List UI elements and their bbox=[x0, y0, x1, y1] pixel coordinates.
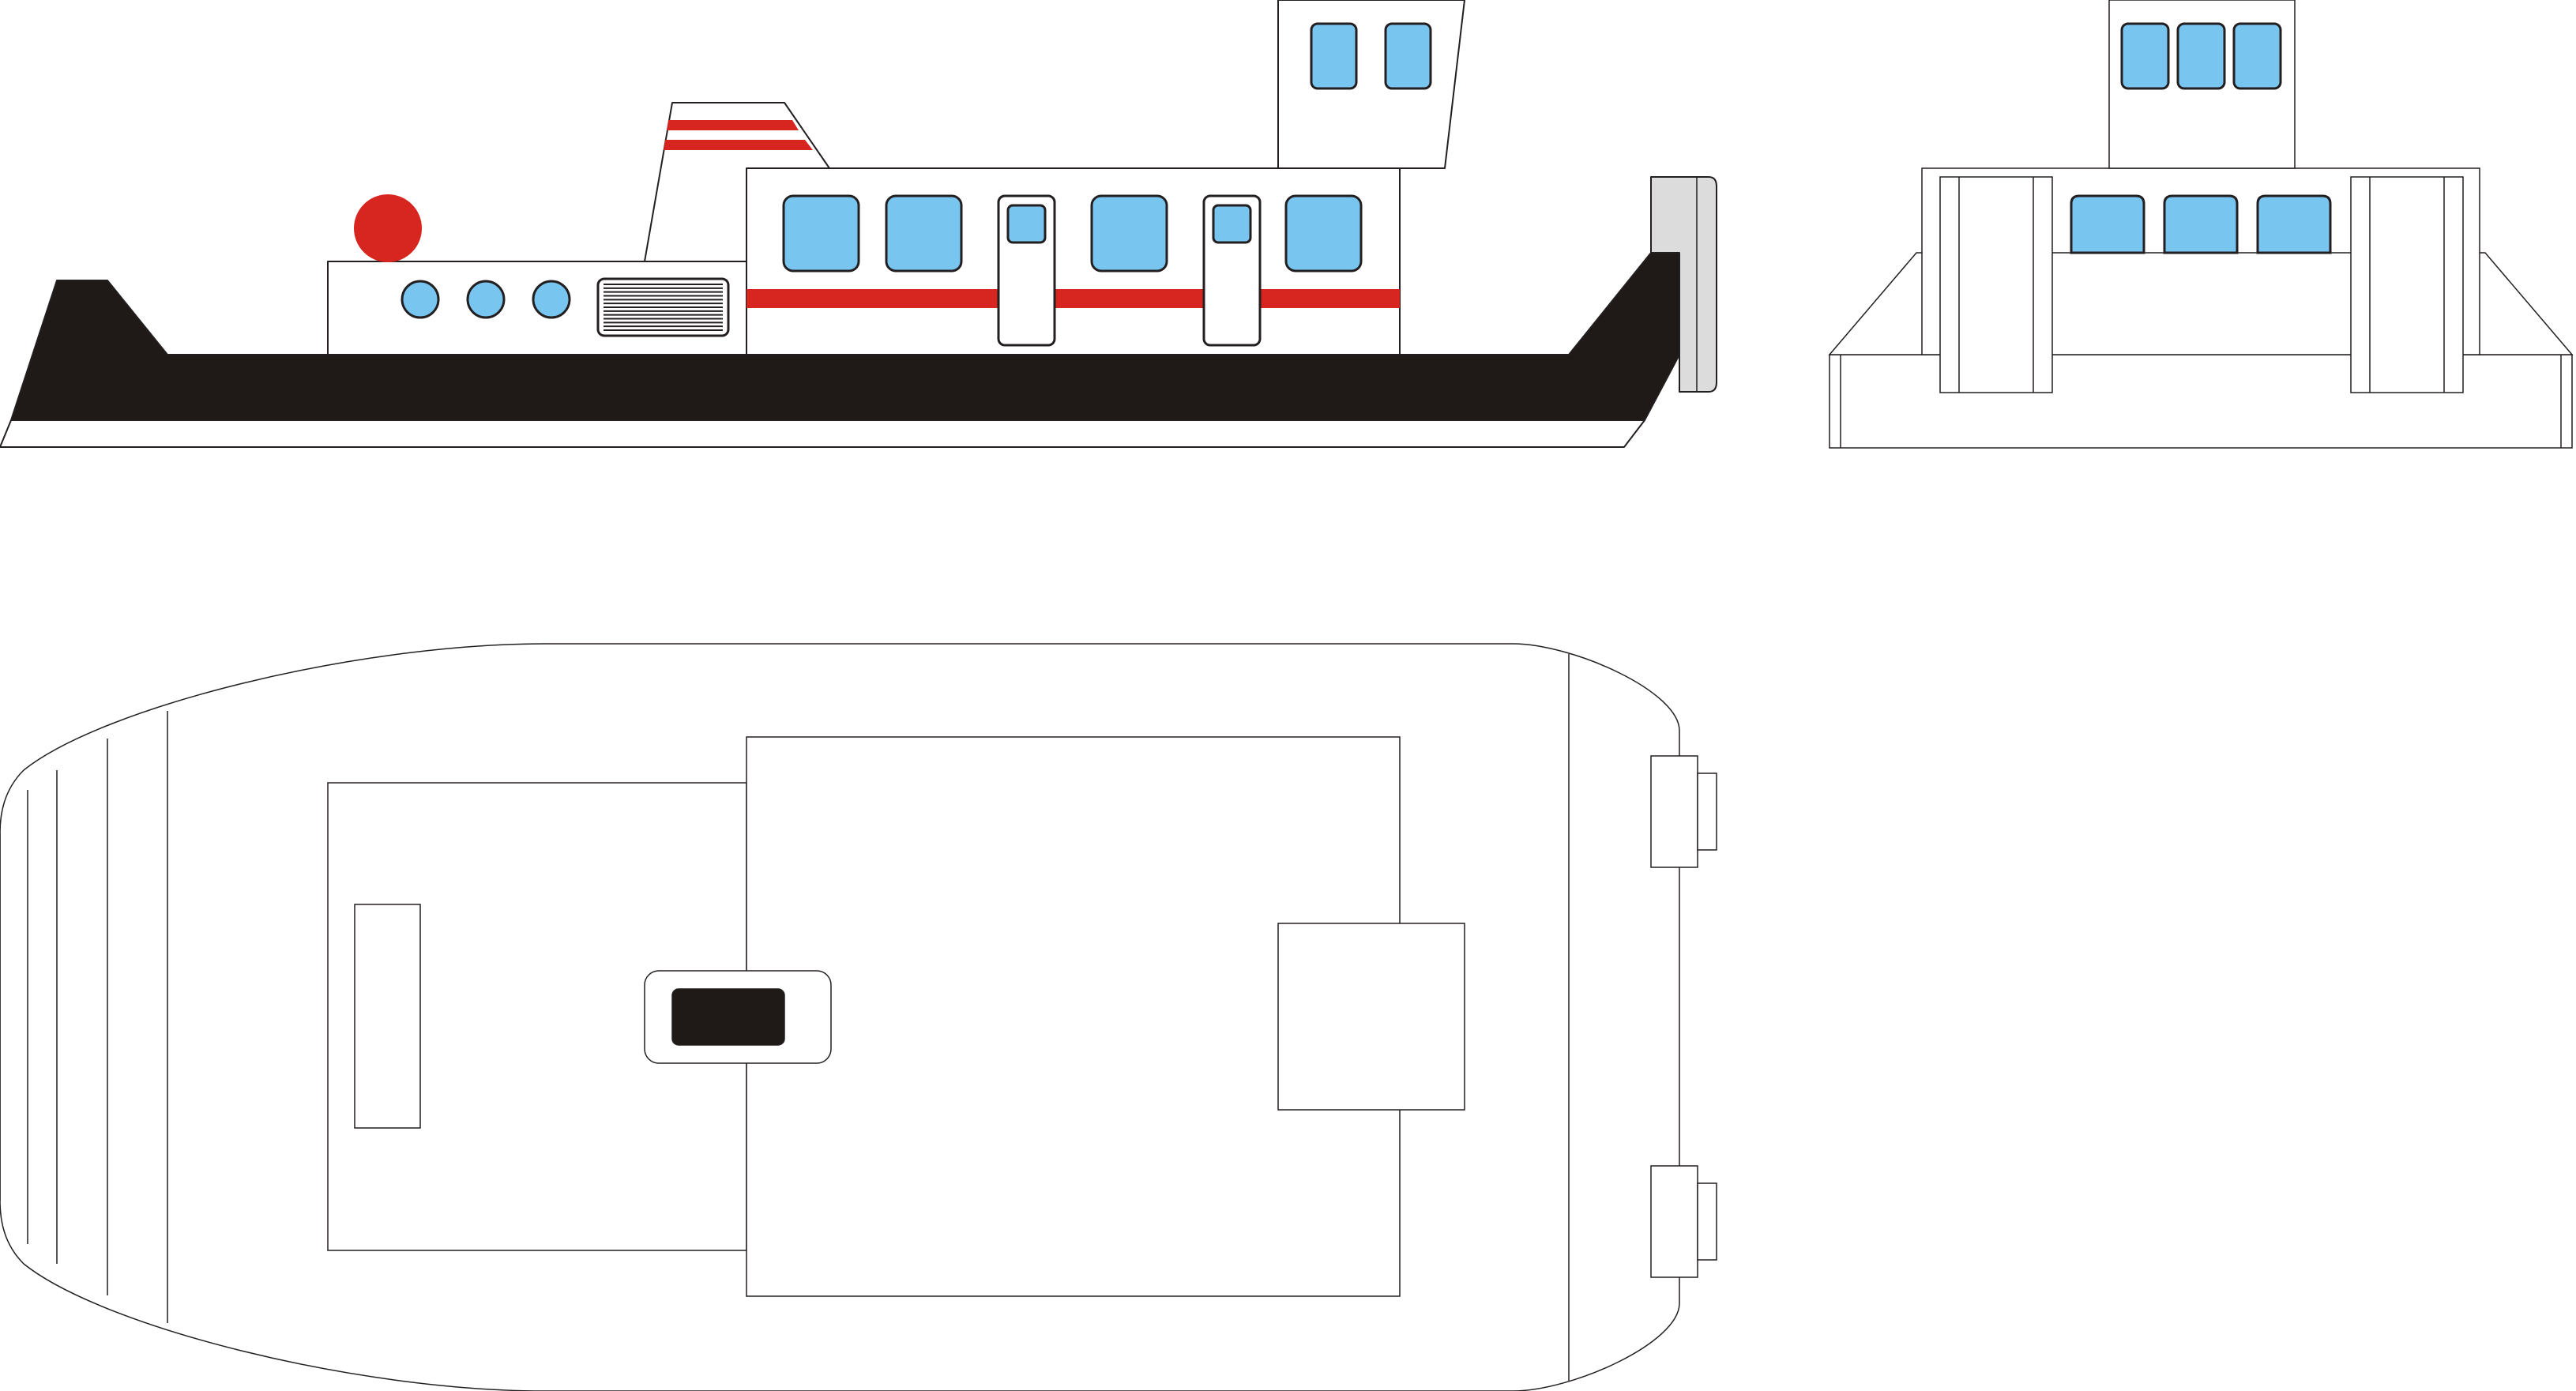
cabin-window-group bbox=[782, 194, 1363, 273]
door-group bbox=[997, 194, 1262, 347]
stern-fitting-cap bbox=[1697, 773, 1717, 851]
front-view bbox=[1828, 0, 2574, 449]
funnel-stripe bbox=[664, 140, 813, 150]
porthole bbox=[466, 280, 506, 319]
porthole bbox=[532, 280, 571, 319]
wheelhouse-window bbox=[1384, 22, 1432, 90]
top-skylight bbox=[354, 904, 421, 1129]
cabin-window bbox=[885, 194, 963, 273]
stern-fitting-cap bbox=[1697, 1182, 1717, 1261]
front-wheelhouse-window bbox=[2232, 22, 2282, 90]
side-view bbox=[0, 0, 1717, 448]
front-pontoon-left bbox=[1939, 176, 2053, 393]
stern-fitting-group bbox=[1650, 755, 1717, 1278]
front-cabin-window bbox=[2070, 194, 2145, 254]
vent-slat-group bbox=[604, 284, 723, 331]
stern-bumper bbox=[1650, 176, 1717, 393]
front-pontoon-right bbox=[2350, 176, 2464, 393]
wheelhouse bbox=[1277, 0, 1465, 169]
porthole-group bbox=[401, 280, 571, 319]
bow-line-group bbox=[0, 711, 168, 1323]
funnel-stripe bbox=[667, 120, 799, 130]
cabin-window bbox=[1090, 194, 1168, 273]
top-view bbox=[0, 643, 1717, 1391]
cabin-window bbox=[1284, 194, 1363, 273]
front-cabin-window bbox=[2256, 194, 2332, 254]
door-window bbox=[1006, 204, 1047, 244]
front-wheelhouse-window bbox=[2120, 22, 2170, 90]
hull-band bbox=[10, 252, 1680, 421]
top-wheelhouse bbox=[1277, 923, 1465, 1111]
hull-bottom-strip bbox=[0, 419, 1645, 448]
door-window bbox=[1212, 204, 1252, 244]
wheelhouse-window-group bbox=[1310, 22, 1432, 90]
wheelhouse-window bbox=[1310, 22, 1358, 90]
mast-light bbox=[354, 194, 422, 262]
stern-fitting bbox=[1650, 1165, 1698, 1278]
porthole bbox=[401, 280, 440, 319]
front-wheelhouse-window bbox=[2176, 22, 2226, 90]
front-cabin-window bbox=[2163, 194, 2239, 254]
cabin-red-stripe bbox=[746, 289, 1400, 308]
cabin-window bbox=[782, 194, 860, 273]
stern-fitting bbox=[1650, 755, 1698, 868]
front-wheelhouse-window-group bbox=[2120, 22, 2282, 90]
front-cabin-window-group bbox=[2070, 194, 2332, 254]
top-hatch bbox=[671, 988, 785, 1046]
